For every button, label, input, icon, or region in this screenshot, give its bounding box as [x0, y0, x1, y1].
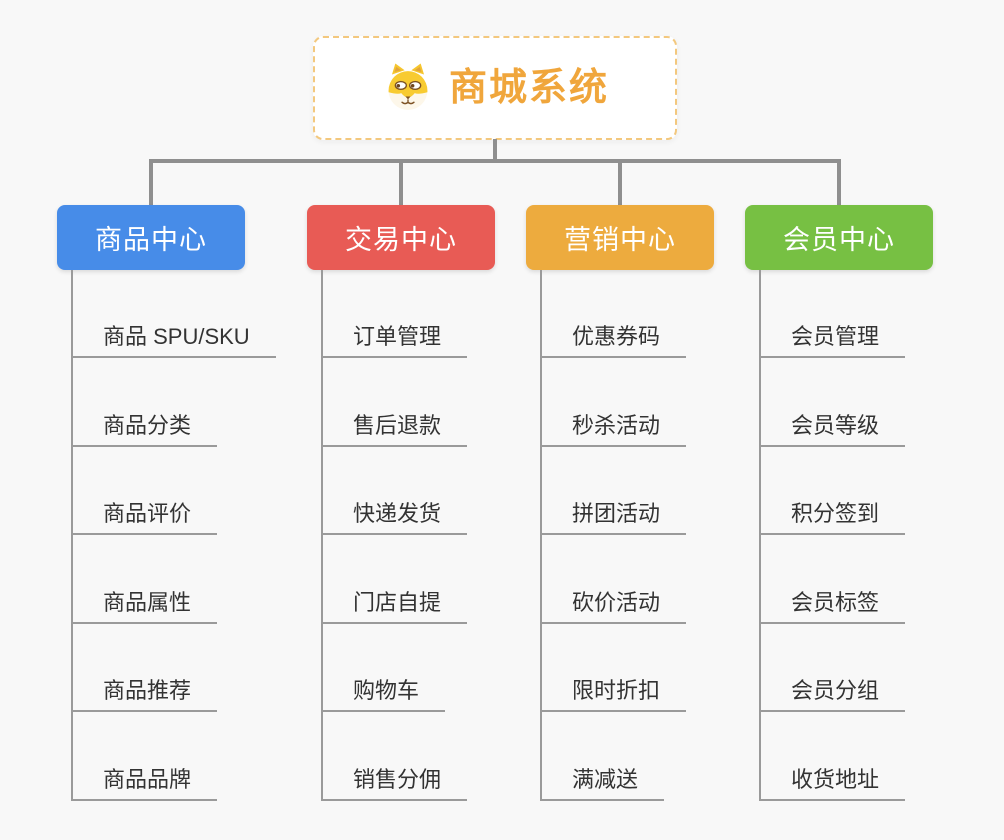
- child-topic-bargain-activity[interactable]: 砍价活动: [540, 589, 687, 624]
- shiba-dog-icon: [388, 63, 428, 110]
- branch-node-product-center[interactable]: 商品中心: [57, 205, 245, 270]
- child-topic-product-attr[interactable]: 商品属性: [71, 589, 218, 624]
- connector-root-stub: [493, 139, 497, 161]
- root-node-mall-system[interactable]: 商城系统: [313, 36, 677, 140]
- child-topic-member-level[interactable]: 会员等级: [759, 412, 906, 447]
- connector-drop-products: [149, 159, 153, 206]
- connector-horizontal-bar: [149, 159, 841, 163]
- child-topic-points-checkin[interactable]: 积分签到: [759, 500, 906, 535]
- branch-node-trade-center[interactable]: 交易中心: [307, 205, 495, 270]
- child-topic-member-groups[interactable]: 会员分组: [759, 677, 906, 712]
- branch-node-member-center[interactable]: 会员中心: [745, 205, 933, 270]
- branch-spine-products: [71, 270, 73, 801]
- child-topic-express-delivery[interactable]: 快递发货: [321, 500, 468, 535]
- child-topic-store-pickup[interactable]: 门店自提: [321, 589, 468, 624]
- branch-spine-members: [759, 270, 761, 801]
- connector-drop-members: [837, 159, 841, 206]
- child-topic-product-category[interactable]: 商品分类: [71, 412, 218, 447]
- branch-node-marketing-center[interactable]: 营销中心: [526, 205, 714, 270]
- child-topic-limited-discount[interactable]: 限时折扣: [540, 677, 687, 712]
- connector-drop-trade: [399, 159, 403, 206]
- branch-spine-marketing: [540, 270, 542, 801]
- child-topic-sales-commission[interactable]: 销售分佣: [321, 766, 468, 801]
- child-topic-shopping-cart[interactable]: 购物车: [321, 677, 446, 712]
- root-title: 商城系统: [448, 67, 609, 109]
- connector-drop-marketing: [618, 159, 622, 206]
- branch-spine-trade: [321, 270, 323, 801]
- child-topic-flash-sale[interactable]: 秒杀活动: [540, 412, 687, 447]
- child-topic-product-review[interactable]: 商品评价: [71, 500, 218, 535]
- child-topic-full-reduction[interactable]: 满减送: [540, 766, 665, 801]
- child-topic-product-recommend[interactable]: 商品推荐: [71, 677, 218, 712]
- child-topic-group-buy[interactable]: 拼团活动: [540, 500, 687, 535]
- child-topic-product-spu-sku[interactable]: 商品 SPU/SKU: [71, 323, 276, 358]
- child-topic-member-management[interactable]: 会员管理: [759, 323, 906, 358]
- child-topic-coupon-codes[interactable]: 优惠券码: [540, 323, 687, 358]
- child-topic-after-sale-refund[interactable]: 售后退款: [321, 412, 468, 447]
- child-topic-member-tags[interactable]: 会员标签: [759, 589, 906, 624]
- child-topic-shipping-address[interactable]: 收货地址: [759, 766, 906, 801]
- child-topic-order-management[interactable]: 订单管理: [321, 323, 468, 358]
- child-topic-product-brand[interactable]: 商品品牌: [71, 766, 218, 801]
